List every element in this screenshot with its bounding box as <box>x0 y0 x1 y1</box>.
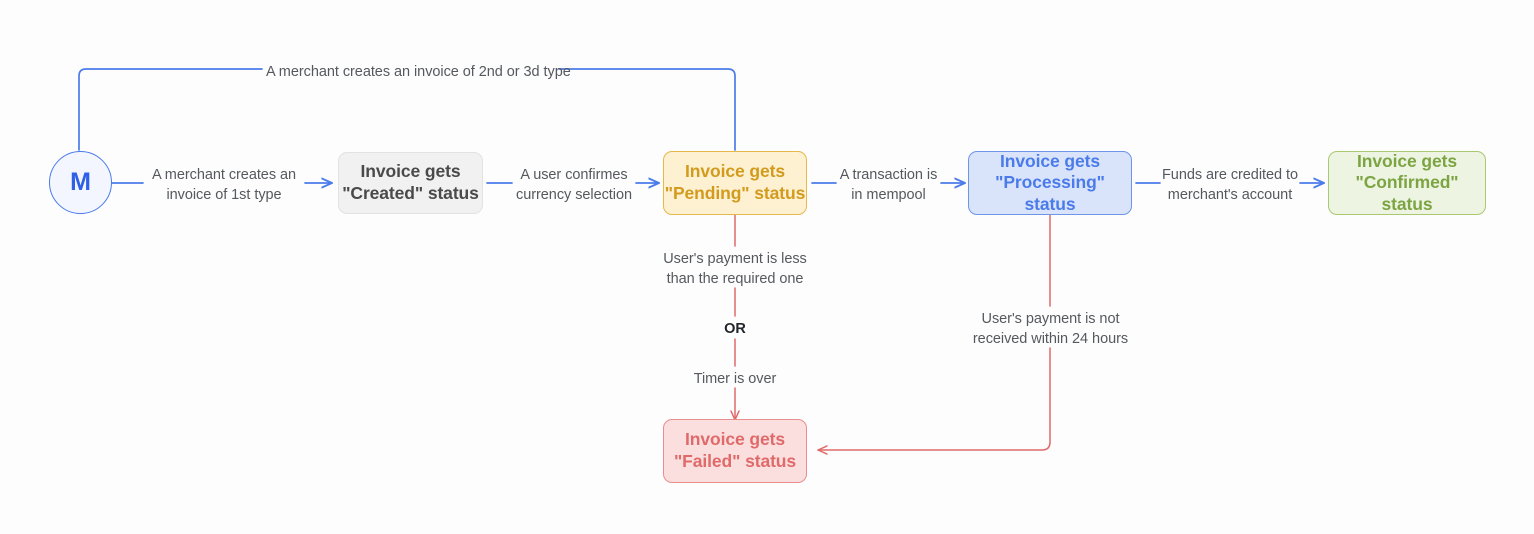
node-confirmed-line1: Invoice gets <box>1357 150 1457 171</box>
node-merchant-label: M <box>70 168 91 196</box>
node-created-line1: Invoice gets <box>360 161 461 182</box>
node-pending-line1: Invoice gets <box>685 161 785 182</box>
edge-label-line1: A transaction is <box>839 167 938 183</box>
edge-label-processing-timeout: User's payment is not received within 24… <box>953 309 1148 349</box>
edge-processing-fail-2 <box>817 347 1051 450</box>
edge-label-line2: received within 24 hours <box>972 331 1129 347</box>
edge-label-pending-to-processing: A transaction is in mempool <box>831 165 946 205</box>
edge-label-line1: OR <box>724 321 746 337</box>
node-invoice-failed[interactable]: Invoice gets "Failed" status <box>663 419 807 483</box>
edge-label-line1: Funds are credited to <box>1162 167 1298 183</box>
node-confirmed-line2: "Confirmed" status <box>1355 172 1459 214</box>
edge-label-line1: A merchant creates an invoice of 2nd or … <box>266 64 571 80</box>
edge-merchant-bypass-left <box>78 68 263 151</box>
node-invoice-processing[interactable]: Invoice gets "Processing" status <box>968 151 1132 215</box>
node-failed-line2: "Failed" status <box>673 451 797 471</box>
edge-label-line2: in mempool <box>851 187 926 203</box>
edge-label-merchant-to-created: A merchant creates an invoice of 1st typ… <box>152 165 296 205</box>
node-processing-line1: Invoice gets <box>1000 150 1100 171</box>
edge-label-line1: User's payment is not <box>981 311 1120 327</box>
edge-merchant-bypass-right <box>558 68 736 151</box>
edge-label-line1: Timer is over <box>693 371 777 387</box>
edge-label-line1: A user confirmes <box>520 167 628 183</box>
edge-label-line2: invoice of 1st type <box>166 187 282 203</box>
node-processing-line2: "Processing" status <box>995 172 1105 214</box>
edge-label-or-separator: OR <box>695 319 775 339</box>
edge-label-line2: currency selection <box>516 187 632 203</box>
edge-label-line2: merchant's account <box>1167 187 1293 203</box>
edge-label-pending-underpaid: User's payment is less than the required… <box>645 249 825 289</box>
node-created-line2: "Created" status <box>342 183 479 203</box>
node-invoice-confirmed[interactable]: Invoice gets "Confirmed" status <box>1328 151 1486 215</box>
edge-label-created-to-pending: A user confirmes currency selection <box>505 165 643 205</box>
edge-label-line2: than the required one <box>666 271 804 287</box>
node-invoice-pending[interactable]: Invoice gets "Pending" status <box>663 151 807 215</box>
node-pending-line2: "Pending" status <box>664 183 806 203</box>
node-merchant[interactable]: M <box>49 151 112 214</box>
node-failed-line1: Invoice gets <box>685 429 785 450</box>
edge-label-line1: User's payment is less <box>663 251 807 267</box>
edge-label-merchant-bypass: A merchant creates an invoice of 2nd or … <box>266 62 571 82</box>
edge-label-processing-to-confirmed: Funds are credited to merchant's account <box>1148 165 1312 205</box>
edge-label-timer-over: Timer is over <box>665 369 805 389</box>
node-invoice-created[interactable]: Invoice gets "Created" status <box>338 152 483 214</box>
edge-label-line1: A merchant creates an <box>152 167 297 183</box>
